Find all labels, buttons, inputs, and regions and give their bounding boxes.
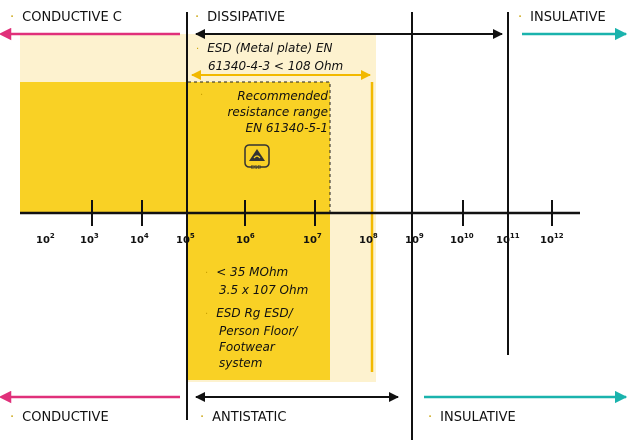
- recommended-range-outline: [188, 81, 331, 214]
- mohm-note: ·< 35 MOhm 3.5 x 107 Ohm: [205, 265, 309, 297]
- tick-label-10-8: 108: [359, 232, 378, 246]
- metal-plate-note: ·ESD (Metal plate) EN 61340-4-3 < 108 Oh…: [196, 41, 344, 73]
- header-insulative-top: ·INSULATIVE: [518, 10, 606, 25]
- header-insulative-bottom: ·INSULATIVE: [428, 410, 516, 425]
- header-conductive-top: ·CONDUCTIVE C: [10, 10, 122, 25]
- esd-icon-caption: ESD: [251, 165, 262, 171]
- tick-label-10-6: 106: [236, 232, 255, 246]
- yellow-recommended-zone: [188, 214, 330, 380]
- yellow-conductive-zone: [20, 82, 330, 214]
- tick-label-10-3: 103: [80, 232, 99, 246]
- tick-label-10-9: 109: [405, 232, 424, 246]
- tick-label-10-5: 105: [176, 232, 195, 246]
- recommended-range-note: ·Recommended resistance range EN 61340-5…: [200, 89, 328, 135]
- header-conductive-bottom: ·CONDUCTIVE: [10, 410, 109, 425]
- tick-label-10-7: 107: [303, 232, 322, 246]
- header-dissipative: ·DISSIPATIVE: [195, 10, 286, 25]
- tick-label-10-12: 1012: [540, 232, 564, 246]
- tick-label-10-4: 104: [130, 232, 149, 246]
- esd-symbol-icon: [244, 144, 270, 168]
- tick-label-10-10: 1010: [450, 232, 474, 246]
- esd-rg-note: ·ESD Rg ESD/ Person Floor/ Footwear syst…: [205, 306, 298, 370]
- header-antistatic: ·ANTISTATIC: [200, 410, 287, 425]
- tick-label-10-11: 1011: [496, 232, 520, 246]
- tick-label-10-2: 102: [36, 232, 55, 246]
